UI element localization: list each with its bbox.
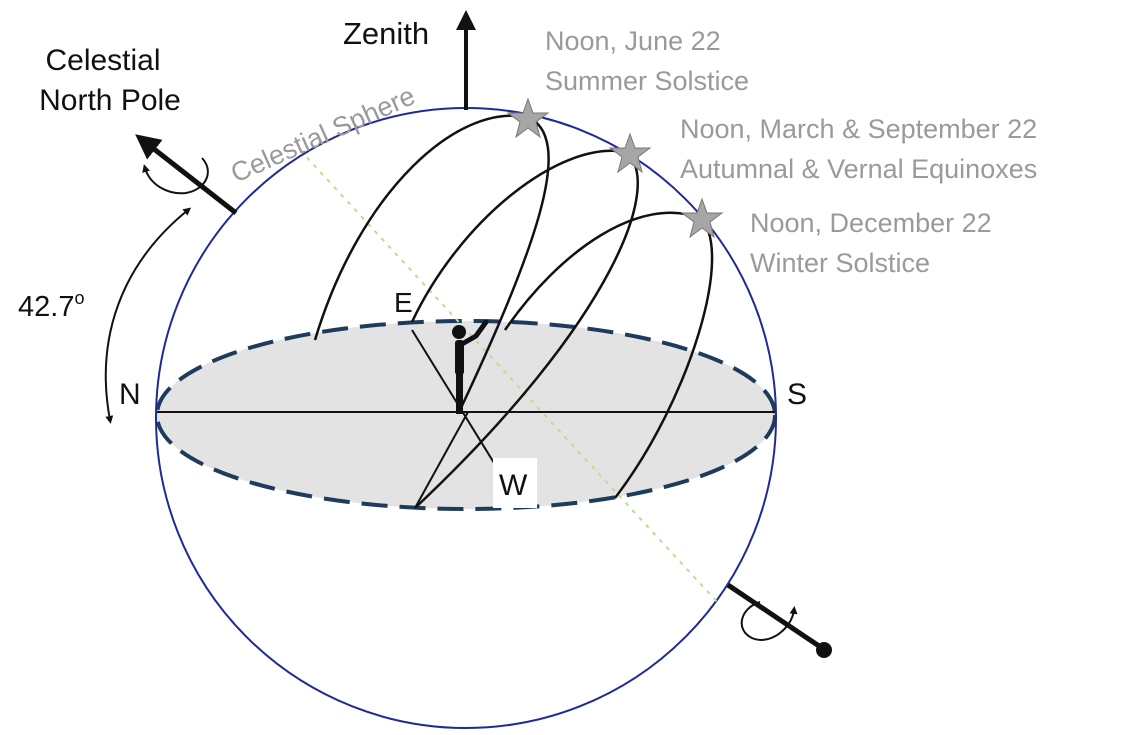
- noon-december-label-line1: Noon, December 22: [750, 208, 992, 238]
- latitude-angle-arrow: [104, 207, 192, 424]
- noon-june-label-line1: Noon, June 22: [545, 26, 721, 56]
- zenith-label: Zenith: [343, 16, 429, 51]
- latitude-angle-unit: o: [74, 288, 84, 308]
- south-pole-axis: [726, 582, 824, 651]
- noon-equinox-label-line1: Noon, March & September 22: [680, 114, 1037, 144]
- rotation-arrow-icon: [142, 157, 209, 195]
- star-icon: [608, 132, 652, 174]
- north-pole-axis-arrow: [135, 134, 238, 215]
- celestial-north-pole-label-line1: Celestial: [45, 44, 160, 77]
- noon-june-label-line2: Summer Solstice: [545, 66, 749, 96]
- south-label: S: [787, 378, 807, 411]
- west-label-background: [493, 458, 537, 508]
- horizon-diagonal-line: [414, 411, 469, 509]
- celestial-sphere-label: Celestial Sphere: [226, 80, 419, 188]
- latitude-angle-value: 42.7: [18, 291, 74, 323]
- celestial-axis-line: [299, 149, 721, 606]
- noon-equinox-label-line2: Autumnal & Vernal Equinoxes: [680, 154, 1037, 184]
- noon-december-label-line2: Winter Solstice: [750, 248, 930, 278]
- south-pole-dot: [816, 642, 832, 658]
- north-label: N: [119, 378, 141, 411]
- celestial-north-pole-label-line2: North Pole: [39, 84, 181, 117]
- star-icon: [506, 97, 550, 139]
- rotation-arrow-icon: [740, 601, 798, 641]
- latitude-angle-label: 42.7o: [18, 288, 84, 323]
- east-label: E: [394, 287, 413, 318]
- west-label: W: [499, 469, 528, 502]
- star-icon: [680, 197, 724, 239]
- observer-figure-icon: [452, 319, 489, 414]
